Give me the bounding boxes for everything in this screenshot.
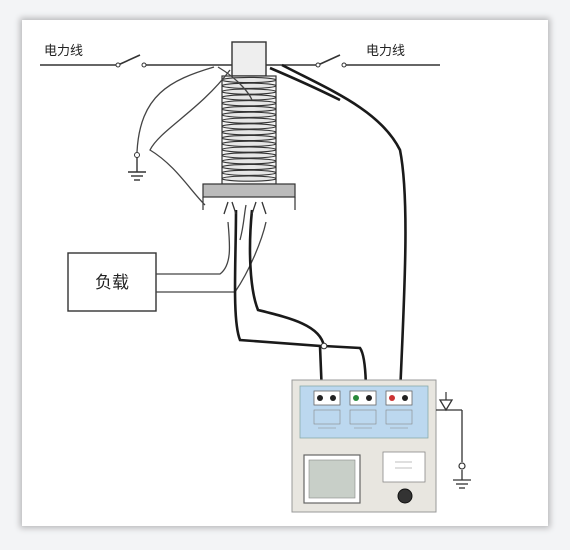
bushing-shed — [221, 152, 277, 159]
bushing-shed — [221, 146, 277, 153]
bushing-shed — [221, 134, 277, 142]
switch-contact-left-b — [141, 62, 147, 68]
bushing-cap — [231, 41, 267, 77]
mounting-flange — [202, 183, 296, 198]
terminal-group-2 — [349, 390, 377, 429]
bushing-shed — [221, 111, 277, 118]
bushing-sheds — [221, 75, 277, 185]
terminal-group-3 — [385, 390, 413, 429]
bushing-shed — [221, 169, 277, 176]
bushing-shed — [221, 100, 277, 107]
power-line-right-label: 电力线 — [366, 44, 405, 59]
bushing-shed — [221, 82, 277, 89]
junction-node — [320, 342, 328, 350]
ground-node — [134, 152, 140, 158]
ground-symbol-left — [128, 155, 146, 181]
load-box — [67, 252, 157, 312]
bushing-shed — [221, 163, 277, 171]
power-line-left-label: 电力线 — [44, 44, 83, 59]
load-label: 负载 — [95, 273, 129, 293]
bushing-shed — [221, 140, 277, 147]
bushing-shed — [221, 158, 277, 165]
bushing-clamps — [223, 201, 267, 215]
instrument-keypad — [382, 451, 426, 483]
bushing-shed — [221, 123, 277, 130]
switch-contact-right — [315, 62, 321, 68]
bushing-shed — [221, 129, 277, 136]
switch-contact-right-b — [341, 62, 347, 68]
rotary-knob — [397, 488, 413, 504]
switch-contact-left — [115, 62, 121, 68]
test-leads — [233, 63, 407, 396]
instrument-ground — [436, 399, 471, 489]
bushing-shed — [221, 105, 277, 113]
power-line-left — [40, 54, 232, 66]
power-line-right — [266, 54, 440, 66]
bushing-shed — [221, 117, 277, 124]
terminal-group-1 — [313, 390, 341, 429]
bushing-shed — [221, 175, 277, 182]
bushing-shed — [221, 76, 277, 84]
